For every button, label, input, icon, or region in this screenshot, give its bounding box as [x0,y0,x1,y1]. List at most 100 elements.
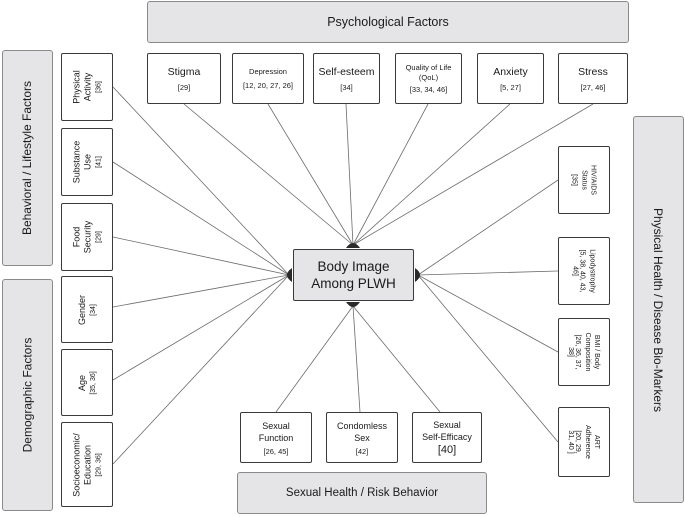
node-label: HIV/AIDS [589,165,597,195]
node-label: Status [580,170,588,190]
node-quality-of-life: Quality of Life (QoL) [33, 34, 46] [395,53,462,104]
node-refs: [12, 20, 27, 26] [242,81,294,90]
node-refs: [40] [437,444,457,456]
category-psychological-factors: Psychological Factors [147,1,629,43]
node-hiv-status: HIV/AIDS Status [35] [558,146,610,214]
node-physical-activity: Physical Activity [36] [61,53,113,121]
category-demographic: Demographic Factors [2,279,53,511]
edge-age [112,274,290,381]
node-refs: [36] [95,81,103,93]
category-sexual-health: Sexual Health / Risk Behavior [237,472,487,514]
node-socioeconomic: Socioeconomic/ Education [29, 36] [61,422,113,507]
edge-anxiety [352,103,511,246]
node-label: Physical [71,70,82,104]
node-depression: Depression [12, 20, 27, 26] [232,53,304,104]
node-sexual-function: Sexual Function [26, 45] [240,412,312,463]
node-label: BMI / Body [593,334,600,370]
node-refs: [34] [340,82,353,92]
node-refs: [29] [95,231,103,243]
category-label: Psychological Factors [327,15,449,29]
edge-substance-use [112,161,290,276]
node-label: Activity [82,72,93,102]
node-label: Quality of Life [405,63,452,72]
edge-self-esteem [345,103,354,246]
category-label: Demographic Factors [20,337,35,453]
node-label: ART Adherence [584,425,600,459]
edge-hiv-status [417,179,559,276]
node-stress: Stress [27, 46] [558,53,628,104]
edge-sexual-self-efficacy [352,305,441,413]
node-label: (QoL) [418,73,439,82]
node-label: Age [77,374,87,391]
arrowhead-bottom [346,302,360,307]
edge-lipodystrophy [417,270,559,276]
node-refs: 46] [571,266,579,276]
node-label: Security [82,220,93,254]
node-anxiety: Anxiety [5, 27] [477,53,544,104]
node-refs: [20, 29, 31, 40 ] [567,430,581,454]
category-physical-health: Physical Health / Disease Bio-Markers [633,116,684,503]
node-label: Use [82,154,93,171]
node-sexual-self-efficacy: Sexual Self-Efficacy [40] [412,412,482,463]
edge-physical-activity [112,86,290,276]
node-lipodystrophy: Lipodystrophy [5, 38, 40, 43, 46] [558,237,610,305]
category-label: Physical Health / Disease Bio-Markers [651,207,666,412]
edge-condomless-sex [352,305,361,413]
node-label: Stress [578,65,608,78]
central-node-line: Body Image [317,259,390,274]
node-label: Sexual [433,420,461,430]
node-label: Self-Efficacy [422,432,472,442]
node-refs: [26, 36, 37, 38] [567,334,581,370]
edge-qol [352,103,429,246]
edge-sexual-function [275,305,354,413]
node-refs: [27, 46] [580,82,606,92]
node-label: Anxiety [493,65,528,78]
node-label: Education [82,444,93,485]
node-label: Food [71,226,82,248]
node-refs: [29, 36] [95,452,103,477]
node-refs: [34] [90,303,97,316]
node-food-security: Food Security [29] [61,203,113,271]
node-refs: [5, 27] [500,82,521,92]
node-condomless-sex: Condomless Sex [42] [326,412,398,463]
node-self-esteem: Self-esteem [34] [313,53,380,104]
node-label: Depression [249,67,287,76]
node-gender: Gender [34] [61,276,113,343]
node-refs: [35] [570,174,578,186]
edge-food-security [112,236,290,276]
node-substance-use: Substance Use [41] [61,128,113,196]
category-label: Behavioral / Lifestyle Factors [20,80,35,236]
node-label: Sexual [262,420,290,431]
edge-stigma [183,103,354,246]
node-bmi-body-composition: BMI / Body Composition [26, 36, 37, 38] [558,318,610,386]
node-label: Condomless [336,420,388,431]
edge-gender [112,274,290,308]
node-refs: [35, 36] [90,370,97,395]
arrowhead-top [346,243,360,248]
arrowhead-right [415,268,420,282]
node-refs: [5, 38, 40, 43, [578,249,586,293]
node-refs: [26, 45] [263,446,289,456]
edge-art-adherence [417,274,559,443]
edge-stress [352,103,594,246]
node-label: Stigma [167,65,201,78]
edge-bmi [417,274,559,353]
node-label: Substance [71,140,82,184]
category-label: Sexual Health / Risk Behavior [285,487,439,499]
central-node-body-image: Body Image Among PLWH [293,249,414,301]
node-age: Age [35, 36] [61,349,113,416]
node-label: Function [258,432,294,443]
node-art-adherence: ART Adherence [20, 29, 31, 40 ] [558,407,610,477]
node-refs: [33, 34, 46] [409,85,448,94]
category-behavioral-lifestyle: Behavioral / Lifestyle Factors [2,50,53,266]
node-label: Composition [584,332,591,372]
central-node-line: Among PLWH [311,276,396,291]
node-label: Self-esteem [318,65,375,78]
node-label: Socioeconomic/ [71,432,82,497]
node-stigma: Stigma [29] [147,53,221,104]
node-label: Gender [77,294,87,325]
node-label: Lipodystrophy [588,249,596,293]
arrowhead-left [287,268,292,282]
edge-socioeconomic [112,274,290,465]
